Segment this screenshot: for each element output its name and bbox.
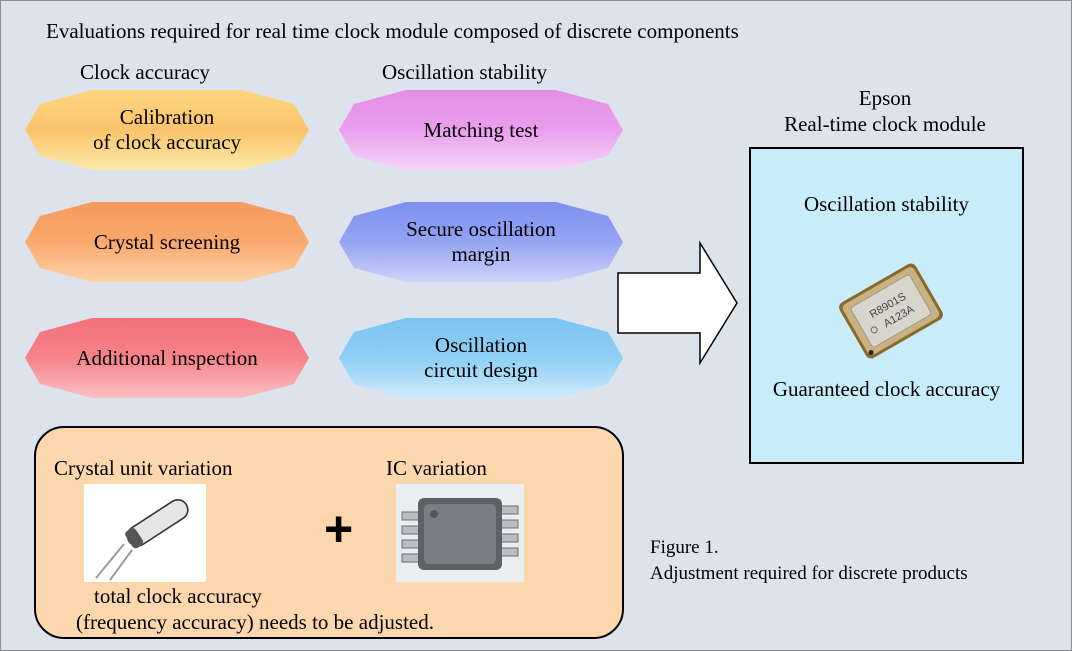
epson-heading: Epson Real-time clock module <box>746 85 1024 137</box>
circuit-design-label-2: circuit design <box>424 358 538 382</box>
ic-variation-label: IC variation <box>386 456 487 480</box>
total-accuracy-line2: (frequency accuracy) needs to be adjuste… <box>76 610 434 634</box>
rtc-module-label: Real-time clock module <box>784 112 986 136</box>
crystal-screening-blob: Crystal screening <box>22 198 312 286</box>
crystal-variation-label: Crystal unit variation <box>54 456 233 480</box>
ic-image <box>396 484 524 582</box>
figure-description: Adjustment required for discrete product… <box>650 563 968 584</box>
crystal-unit-icon <box>95 499 189 581</box>
ic-chip-icon <box>401 498 519 570</box>
calibration-label-2: of clock accuracy <box>92 130 242 154</box>
oscillation-stability-heading: Oscillation stability <box>382 60 548 84</box>
figure-caption: Figure 1. Adjustment required for discre… <box>650 535 968 587</box>
module-oscillation-stability: Oscillation stability <box>803 192 970 216</box>
right-arrow-icon <box>617 240 738 366</box>
matching-test-blob: Matching test <box>336 86 626 174</box>
crystal-unit-image <box>84 484 206 582</box>
clock-accuracy-heading: Clock accuracy <box>80 60 211 84</box>
epson-module-box: Oscillation stability R8901S A123A Guara… <box>749 147 1024 464</box>
circuit-design-label-1: Oscillation <box>434 333 528 357</box>
matching-test-label: Matching test <box>423 117 539 142</box>
variation-box: Crystal unit variation IC variation + to… <box>34 426 624 639</box>
total-accuracy-line1: total clock accuracy <box>94 584 262 608</box>
rtc-chip-icon: R8901S A123A <box>839 263 943 359</box>
secure-margin-label-2: margin <box>451 242 511 266</box>
figure-number: Figure 1. <box>650 537 719 558</box>
additional-inspection-label: Additional inspection <box>76 345 258 370</box>
calibration-label-1: Calibration <box>119 105 215 129</box>
secure-margin-label-1: Secure oscillation <box>406 217 556 241</box>
epson-label: Epson <box>858 86 912 110</box>
crystal-screening-label: Crystal screening <box>93 229 241 254</box>
figure-title: Evaluations required for real time clock… <box>46 19 739 43</box>
additional-inspection-blob: Additional inspection <box>22 314 312 402</box>
plus-sign: + <box>324 501 354 557</box>
guaranteed-accuracy-label: Guaranteed clock accuracy <box>772 377 1001 401</box>
